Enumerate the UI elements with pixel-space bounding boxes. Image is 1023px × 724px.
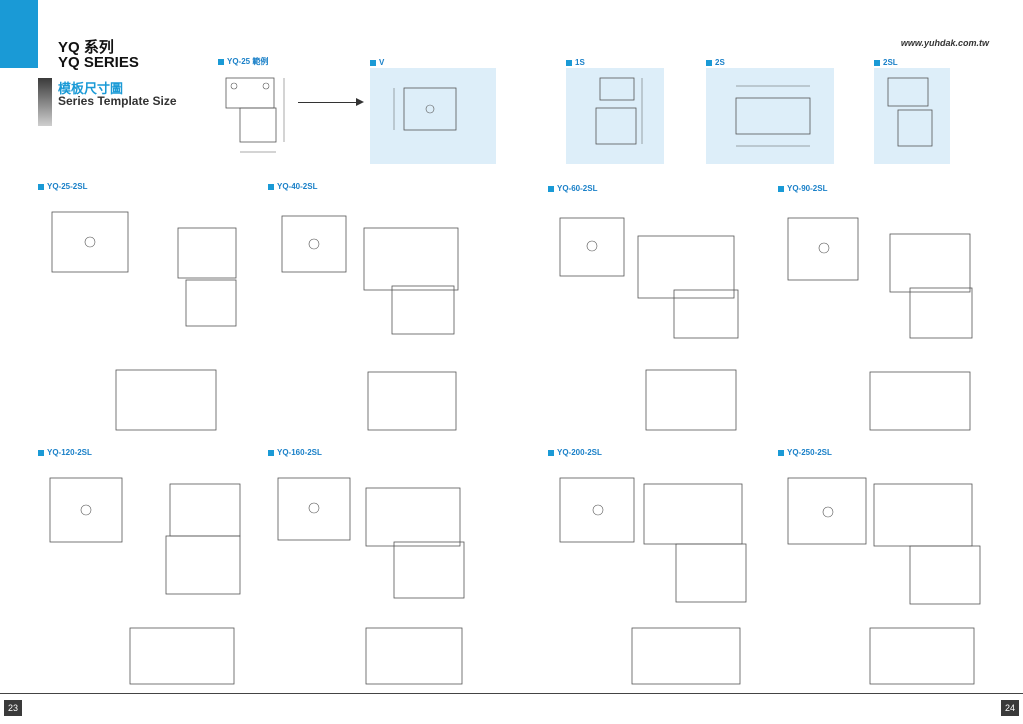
footer-divider: [0, 693, 1023, 694]
diagram-yq120-2sl: [38, 460, 248, 688]
template-drawing: [735, 85, 811, 147]
website-link[interactable]: www.yuhdak.com.tw: [900, 38, 989, 48]
template-drawing: [225, 77, 285, 153]
title-cn: YQ 系列: [58, 39, 114, 56]
template-drawing: [559, 477, 747, 685]
arrow-right-icon: [356, 98, 364, 106]
diagram-yq90-2sl: [778, 196, 988, 438]
title-en: YQ SERIES: [58, 54, 139, 71]
subtitle-cn: 模板尺寸圖: [58, 81, 124, 96]
template-drawing: [787, 477, 981, 685]
diagram-label-yq250: YQ-250-2SL: [778, 448, 832, 457]
diagram-label-yq60: YQ-60-2SL: [548, 184, 597, 193]
page-number-right: 24: [1001, 700, 1019, 716]
arrow-line: [298, 102, 358, 103]
template-drawing: [595, 77, 643, 145]
diagram-label-yq120: YQ-120-2SL: [38, 448, 92, 457]
template-drawing: [393, 87, 457, 131]
panel-2s: [706, 68, 834, 164]
diagram-label-yq90: YQ-90-2SL: [778, 184, 827, 193]
panel-label-2s: 2S: [706, 58, 725, 67]
diagram-yq160-2sl: [268, 460, 478, 688]
diagram-label-yq160: YQ-160-2SL: [268, 448, 322, 457]
template-drawing: [559, 217, 739, 431]
panel-1s: [566, 68, 664, 164]
template-drawing: [281, 215, 459, 431]
diagram-yq200-2sl: [548, 460, 758, 688]
panel-label-yq25-example: YQ-25 範例: [218, 56, 268, 67]
accent-gradient: [38, 78, 52, 126]
panel-label-1s: 1S: [566, 58, 585, 67]
panel-label-v: V: [370, 58, 384, 67]
diagram-label-yq200: YQ-200-2SL: [548, 448, 602, 457]
subtitle-en: Series Template Size: [58, 94, 177, 108]
diagram-label-yq25: YQ-25-2SL: [38, 182, 87, 191]
diagram-yq250-2sl: [778, 460, 988, 688]
diagram-yq25-2sl: [38, 194, 248, 438]
diagram-yq60-2sl: [548, 196, 758, 438]
template-drawing: [277, 477, 465, 685]
panel-v: [370, 68, 496, 164]
diagram-label-yq40: YQ-40-2SL: [268, 182, 317, 191]
panel-2sl: [874, 68, 950, 164]
template-drawing: [887, 77, 933, 147]
diagram-yq40-2sl: [268, 194, 478, 438]
template-drawing: [49, 477, 241, 685]
template-drawing: [51, 211, 237, 431]
panel-label-2sl: 2SL: [874, 58, 898, 67]
page-number-left: 23: [4, 700, 22, 716]
panel-yq25-example: [218, 68, 298, 164]
accent-bar: [0, 0, 38, 68]
template-drawing: [787, 217, 973, 431]
